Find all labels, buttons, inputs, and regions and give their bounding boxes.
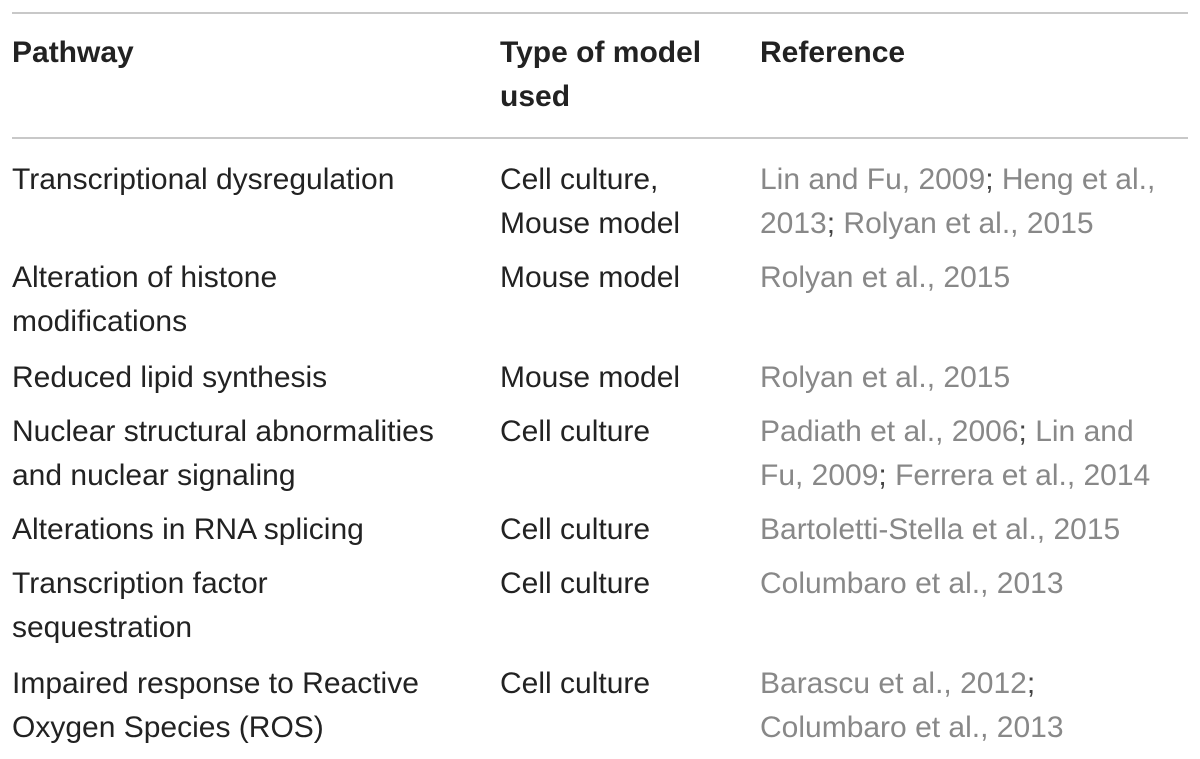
reference-line: Barascu et al., 2012; bbox=[760, 662, 1190, 706]
reference-link[interactable]: Fu, 2009 bbox=[760, 459, 879, 492]
reference-line: Lin and Fu, 2009; Heng et al., bbox=[760, 158, 1190, 202]
reference-line: Rolyan et al., 2015 bbox=[760, 256, 1190, 300]
cell-line: Nuclear structural abnormalities bbox=[12, 415, 434, 448]
cell-line: Transcriptional dysregulation bbox=[12, 163, 395, 196]
top-rule bbox=[12, 12, 1188, 14]
reference-separator: ; bbox=[1026, 667, 1036, 700]
cell-reference: Rolyan et al., 2015 bbox=[760, 356, 1190, 400]
reference-link[interactable]: Heng et al., bbox=[1001, 163, 1156, 196]
reference-line: Rolyan et al., 2015 bbox=[760, 356, 1190, 400]
cell-line: sequestration bbox=[12, 611, 193, 644]
reference-separator: ; bbox=[1018, 415, 1036, 448]
cell-model: Cell culture bbox=[500, 662, 745, 706]
cell-reference: Lin and Fu, 2009; Heng et al.,2013; Roly… bbox=[760, 158, 1190, 246]
cell-model: Cell culture bbox=[500, 410, 745, 454]
cell-pathway: Alterations in RNA splicing bbox=[12, 508, 487, 552]
cell-line: Cell culture, bbox=[500, 163, 659, 196]
cell-line: Transcription factor bbox=[12, 567, 268, 600]
reference-link[interactable]: Padiath et al., 2006 bbox=[760, 415, 1019, 448]
cell-line: Cell culture bbox=[500, 567, 651, 600]
cell-model: Cell culture bbox=[500, 562, 745, 606]
cell-pathway: Alteration of histone modifications bbox=[12, 256, 487, 344]
reference-separator: ; bbox=[878, 459, 896, 492]
cell-reference: Bartoletti-Stella et al., 2015 bbox=[760, 508, 1190, 552]
reference-link[interactable]: 2013 bbox=[760, 207, 827, 240]
reference-line: Columbaro et al., 2013 bbox=[760, 706, 1190, 750]
reference-link[interactable]: Lin and bbox=[1035, 415, 1134, 448]
cell-line: Cell culture bbox=[500, 513, 651, 546]
cell-line: Oxygen Species (ROS) bbox=[12, 711, 324, 744]
cell-line: Mouse model bbox=[500, 361, 681, 394]
header-model-line1: Type of model bbox=[500, 36, 702, 69]
cell-pathway: Nuclear structural abnormalities and nucl… bbox=[12, 410, 487, 498]
reference-line: Padiath et al., 2006; Lin and bbox=[760, 410, 1190, 454]
cell-line: Alteration of histone bbox=[12, 261, 278, 294]
cell-reference: Rolyan et al., 2015 bbox=[760, 256, 1190, 300]
cell-pathway: Reduced lipid synthesis bbox=[12, 356, 487, 400]
reference-link[interactable]: Lin and Fu, 2009 bbox=[760, 163, 986, 196]
reference-line: Bartoletti-Stella et al., 2015 bbox=[760, 508, 1190, 552]
reference-link[interactable]: Rolyan et al., 2015 bbox=[760, 361, 1011, 394]
cell-line: Reduced lipid synthesis bbox=[12, 361, 328, 394]
cell-reference: Columbaro et al., 2013 bbox=[760, 562, 1190, 606]
reference-link[interactable]: Columbaro et al., 2013 bbox=[760, 567, 1064, 600]
reference-separator: ; bbox=[985, 163, 1002, 196]
cell-line: Cell culture bbox=[500, 415, 651, 448]
reference-link[interactable]: Columbaro et al., 2013 bbox=[760, 711, 1064, 744]
cell-line: Impaired response to Reactive bbox=[12, 667, 419, 700]
header-rule bbox=[12, 137, 1188, 139]
reference-link[interactable]: Ferrera et al., 2014 bbox=[895, 459, 1151, 492]
cell-model: Mouse model bbox=[500, 356, 745, 400]
cell-line: Cell culture bbox=[500, 667, 651, 700]
reference-line: 2013; Rolyan et al., 2015 bbox=[760, 202, 1190, 246]
cell-model: Cell culture bbox=[500, 508, 745, 552]
cell-reference: Barascu et al., 2012; Columbaro et al., 2… bbox=[760, 662, 1190, 750]
header-reference: Reference bbox=[760, 36, 906, 69]
reference-line: Columbaro et al., 2013 bbox=[760, 562, 1190, 606]
cell-line: Alterations in RNA splicing bbox=[12, 513, 364, 546]
reference-link[interactable]: Barascu et al., 2012 bbox=[760, 667, 1027, 700]
reference-line: Fu, 2009; Ferrera et al., 2014 bbox=[760, 454, 1190, 498]
cell-model: Cell culture, Mouse model bbox=[500, 158, 745, 246]
reference-link[interactable]: Rolyan et al., 2015 bbox=[760, 261, 1011, 294]
cell-line: modifications bbox=[12, 305, 188, 338]
header-pathway: Pathway bbox=[12, 36, 134, 69]
reference-link[interactable]: Rolyan et al., 2015 bbox=[843, 207, 1094, 240]
header-model-line2: used bbox=[500, 80, 571, 113]
cell-line: and nuclear signaling bbox=[12, 459, 296, 492]
cell-model: Mouse model bbox=[500, 256, 745, 300]
reference-link[interactable]: Bartoletti-Stella et al., 2015 bbox=[760, 513, 1121, 546]
reference-separator: ; bbox=[826, 207, 844, 240]
cell-pathway: Transcriptional dysregulation bbox=[12, 158, 487, 202]
cell-pathway: Transcription factor sequestration bbox=[12, 562, 487, 650]
cell-line: Mouse model bbox=[500, 261, 681, 294]
cell-line: Mouse model bbox=[500, 207, 681, 240]
header-model: Type of model used bbox=[500, 31, 745, 119]
